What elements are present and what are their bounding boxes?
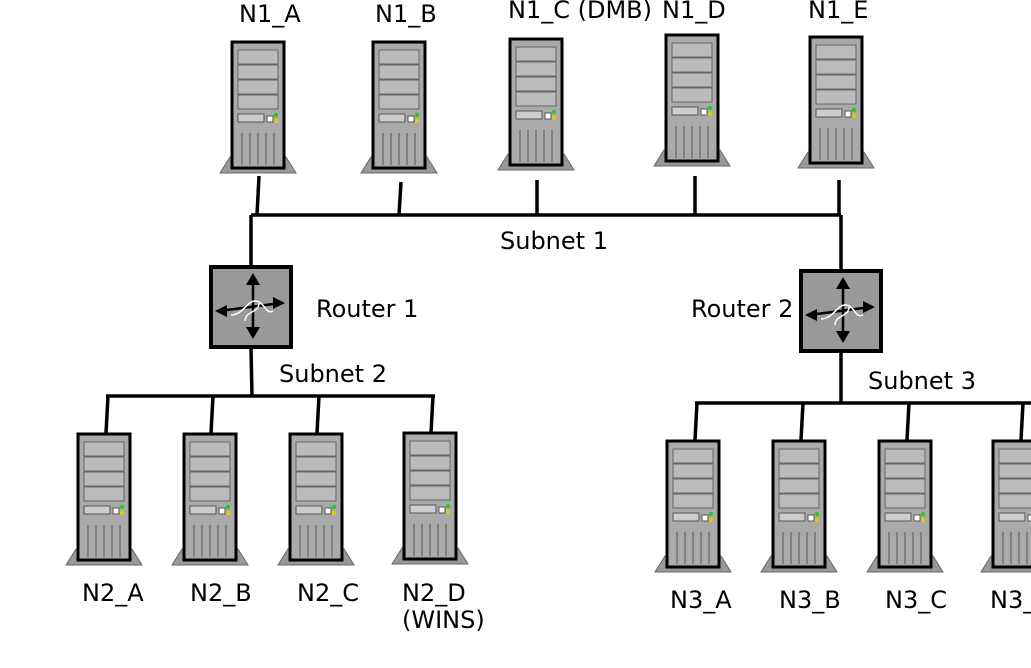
subnet1-drop: [397, 181, 403, 216]
subnet1-label: Subnet 1: [500, 227, 608, 255]
server-icon: [652, 33, 732, 168]
server-icon: [865, 439, 945, 574]
subnet3-servers: [653, 439, 1031, 574]
server-icon: [979, 439, 1031, 574]
subnet3-drop: [693, 402, 699, 441]
subnet1-drop: [255, 175, 261, 216]
server-label-n1e: N1_E: [808, 0, 868, 24]
labels: N1_A N1_B N1_C (DMB) N1_D N1_E Subnet 1 …: [82, 0, 1031, 634]
server-icon: [359, 40, 439, 175]
network-links: [104, 175, 1031, 441]
router1-icon: [209, 265, 293, 349]
server-icon: [796, 35, 876, 170]
subnet2-drop: [209, 395, 215, 434]
router1-downlink: [249, 347, 254, 397]
router2-label: Router 2: [691, 295, 793, 323]
server-icon: [64, 432, 144, 567]
server-icon: [759, 439, 839, 574]
subnet2-drop: [315, 395, 321, 434]
router1-label: Router 1: [316, 295, 418, 323]
server-label-n1b: N1_B: [375, 0, 437, 28]
server-icon: [496, 37, 576, 172]
subnet3-label: Subnet 3: [868, 367, 976, 395]
server-label-n3d: N3_D: [990, 586, 1031, 614]
server-label-n2c: N2_C: [297, 579, 359, 607]
server-label-n3c: N3_C: [885, 586, 947, 614]
server-icon: [218, 40, 298, 175]
subnet3-drop: [799, 402, 805, 441]
server-label-n3b: N3_B: [779, 586, 841, 614]
server-icon: [276, 432, 356, 567]
server-label-n1a: N1_A: [239, 0, 301, 28]
server-label-n2a: N2_A: [82, 579, 144, 607]
server-label-n1d: N1_D: [662, 0, 726, 24]
server-icon: [170, 432, 250, 567]
server-label-n3a: N3_A: [670, 586, 732, 614]
subnet3-drop: [1019, 402, 1025, 441]
server-label-n1c: N1_C (DMB): [508, 0, 652, 24]
subnet1-servers: [218, 33, 876, 175]
server-icon: [390, 431, 470, 566]
router2-icon: [799, 269, 883, 353]
subnet2-drop: [429, 395, 435, 434]
subnet2-label: Subnet 2: [279, 360, 387, 388]
server-label-n2b: N2_B: [190, 579, 252, 607]
subnet3-drop: [905, 402, 911, 441]
server-label-n2d: N2_D: [402, 579, 466, 607]
server-icon: [653, 439, 733, 574]
server-subtitle-n2d: (WINS): [402, 606, 485, 634]
subnet2-drop: [104, 395, 110, 434]
subnet2-servers: [64, 431, 470, 567]
